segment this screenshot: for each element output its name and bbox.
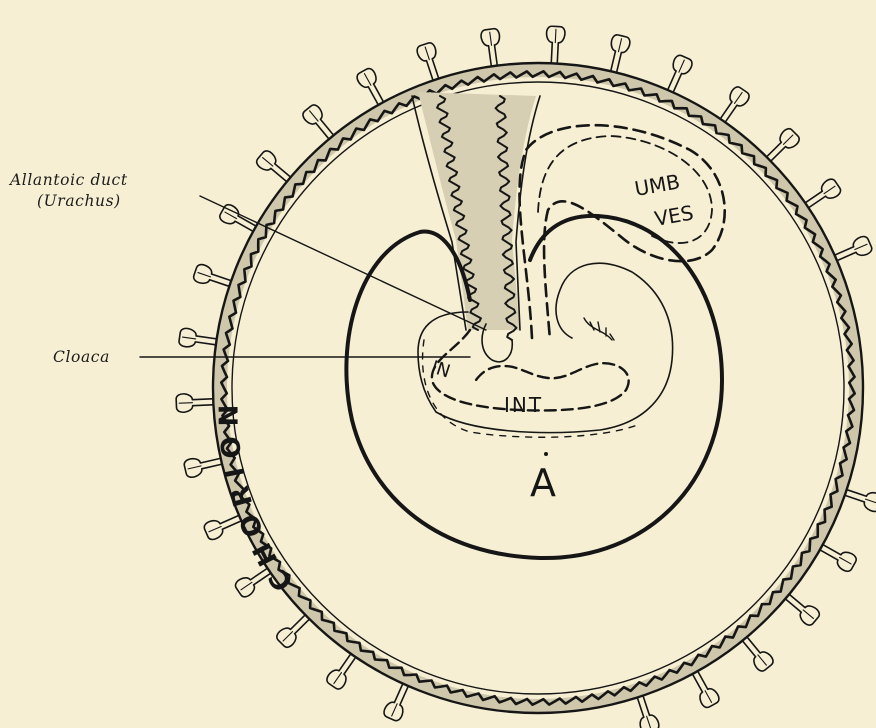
amnion-label: A: [530, 461, 556, 505]
villus: [743, 638, 773, 671]
chorion-wall-label: CHORION: [214, 396, 298, 597]
villus: [184, 459, 221, 478]
villus: [194, 265, 231, 286]
umb-label-line1: UMB: [633, 169, 682, 201]
chorion-inner-line: [232, 82, 844, 694]
villus: [668, 55, 692, 91]
amnion: [346, 216, 722, 558]
villus: [846, 490, 876, 511]
villus: [721, 87, 749, 121]
amnion-label-dot: [544, 452, 548, 456]
intestine-outer-dashed: [423, 340, 640, 437]
villus: [693, 672, 719, 708]
intestine-label: INT: [504, 393, 543, 417]
villus: [481, 29, 499, 66]
intestine-end-label: IN: [428, 357, 452, 383]
limb-bud: [584, 318, 614, 340]
chorion-wavy-line: [221, 71, 854, 704]
villus: [547, 26, 565, 62]
chorion-label-text: CHORION: [214, 396, 298, 597]
villus: [257, 151, 290, 181]
villus: [327, 655, 355, 689]
villus: [638, 697, 659, 728]
yolk-sac-inner-dashed: [538, 136, 712, 243]
villus: [277, 616, 309, 648]
villus: [836, 237, 872, 261]
villus: [220, 205, 255, 231]
villus: [176, 394, 212, 412]
villus: [806, 179, 841, 207]
villus: [821, 545, 856, 571]
villus: [303, 105, 333, 138]
villus: [786, 595, 819, 625]
villus: [179, 328, 216, 346]
villus: [611, 35, 630, 72]
villus: [384, 684, 408, 720]
umb-label-line2: VES: [653, 201, 696, 231]
villus: [767, 129, 799, 161]
villus: [357, 69, 383, 105]
villus: [417, 43, 438, 80]
